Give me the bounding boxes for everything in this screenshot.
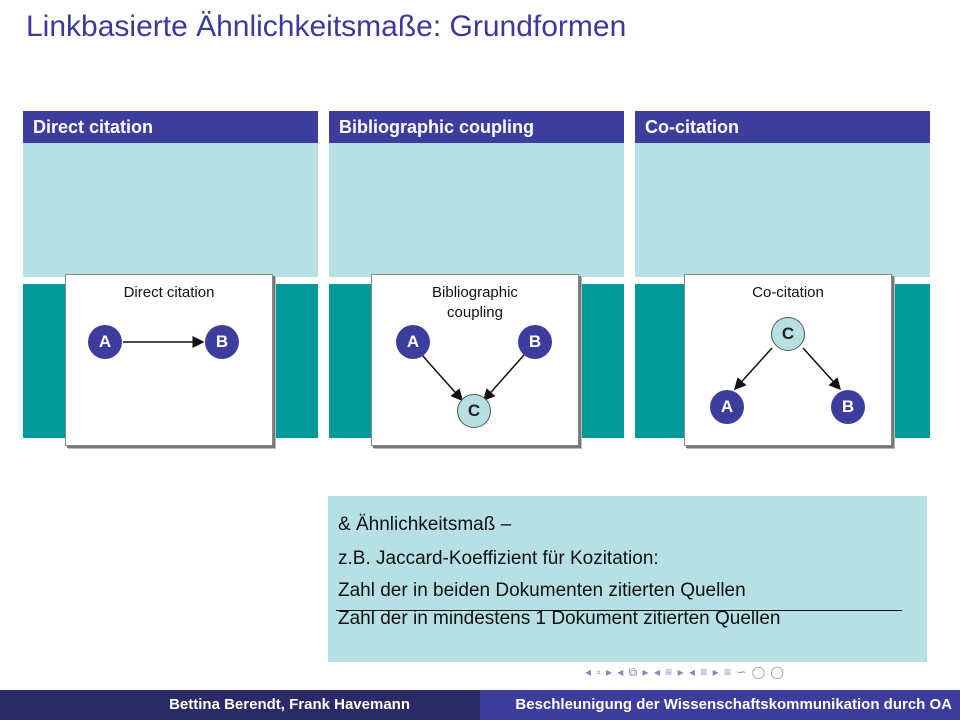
edge-b-to-c <box>483 354 525 402</box>
column-header-direct-citation: Direct citation <box>23 111 318 143</box>
node-c: C <box>771 317 805 351</box>
column-header-bibliographic-coupling: Bibliographic coupling <box>329 111 624 143</box>
edge-c-to-a <box>733 347 773 391</box>
node-a: A <box>710 390 744 424</box>
card-label: Direct citation <box>123 284 215 301</box>
slide-navigation[interactable]: ◂ ▫ ▸ ◂ ⧉ ▸ ◂ ≡ ▸ ◂ ≡ ▸ ≡ ∽ ◯ ◯ <box>585 665 785 679</box>
similarity-line: & Ähnlichkeitsmaß – <box>338 514 512 535</box>
slide-title: Linkbasierte Ähnlichkeitsmaße: Grundform… <box>26 10 627 43</box>
edge-layer <box>421 354 525 402</box>
bibliographic-coupling-card: Bibliographic coupling A B C <box>371 274 579 446</box>
node-a: A <box>396 325 430 359</box>
jaccard-line: z.B. Jaccard-Koeffizient für Kozitation: <box>338 548 659 569</box>
edge-layer <box>733 347 842 391</box>
edge-c-to-b <box>802 347 842 391</box>
node-c: C <box>457 394 491 428</box>
jaccard-textbox: & Ähnlichkeitsmaß – z.B. Jaccard-Koeffiz… <box>328 496 927 662</box>
card-label: Bibliographic coupling <box>432 284 518 321</box>
footer: Bettina Berendt, Frank Havemann Beschleu… <box>0 690 960 720</box>
node-a: A <box>88 325 122 359</box>
column-light-panel <box>635 143 930 277</box>
footer-authors: Bettina Berendt, Frank Havemann <box>0 690 480 720</box>
card-label: Co-citation <box>752 284 824 301</box>
direct-citation-card: Direct citation A B <box>65 274 273 446</box>
edge-a-to-c <box>421 354 463 402</box>
footer-talk-title: Beschleunigung der Wissenschaftskommunik… <box>480 690 960 720</box>
node-b: B <box>831 390 865 424</box>
column-light-panel <box>23 143 318 277</box>
co-citation-card: Co-citation C A B <box>684 274 892 446</box>
fraction-denominator: Zahl der in mindestens 1 Dokument zitier… <box>338 608 781 629</box>
fraction-numerator: Zahl der in beiden Dokumenten zitierten … <box>338 580 746 601</box>
column-light-panel <box>329 143 624 277</box>
fraction-bar <box>336 610 902 611</box>
node-b: B <box>518 325 552 359</box>
edge-layer <box>123 336 205 348</box>
column-header-co-citation: Co-citation <box>635 111 930 143</box>
node-b: B <box>205 325 239 359</box>
